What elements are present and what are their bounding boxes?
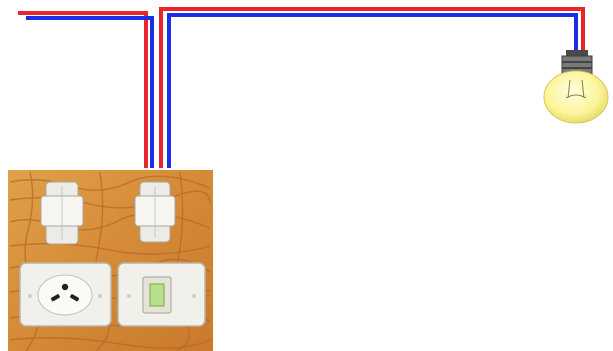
- socket-icon: [19, 262, 112, 327]
- neutral-wire-right: [167, 13, 578, 168]
- fuse-right-icon: [134, 181, 176, 243]
- neutral-wire-left: [26, 16, 154, 168]
- live-wire-left: [18, 11, 148, 168]
- fuse-left-icon: [40, 181, 84, 245]
- wires: [18, 7, 585, 168]
- light-switch-icon: [117, 262, 206, 327]
- live-wire-right: [159, 7, 585, 168]
- light-bulb-icon: [543, 50, 609, 124]
